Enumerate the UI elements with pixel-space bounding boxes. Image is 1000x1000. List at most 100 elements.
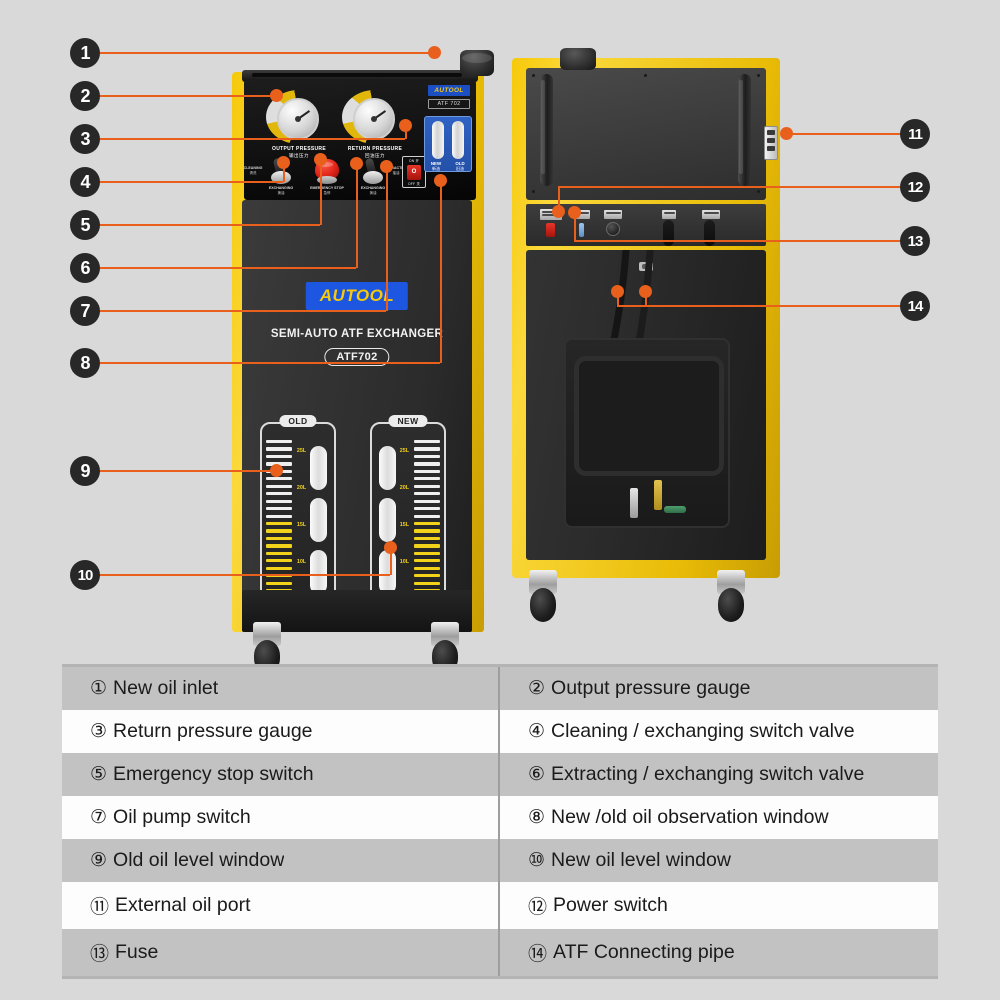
dc-plate [604, 210, 622, 219]
quick-coupler-brass[interactable] [654, 480, 662, 510]
callout-line-13 [574, 240, 900, 242]
hose-port-b[interactable] [704, 220, 715, 246]
dc-socket[interactable] [606, 222, 620, 236]
callout-line-4 [100, 181, 283, 183]
callout-badge-3[interactable]: 3 [70, 124, 100, 154]
legend-item-7: ⑦ Oil pump switch [62, 796, 500, 839]
callout-badge-4[interactable]: 4 [70, 167, 100, 197]
callout-line-14 [617, 305, 900, 307]
legend-number-9: ⑨ [90, 850, 108, 871]
fuse[interactable] [579, 223, 584, 237]
rear-control-panel [526, 204, 766, 246]
level-tick: 25L [296, 448, 307, 454]
callout-line-4b [283, 162, 285, 182]
external-oil-port[interactable] [764, 126, 778, 160]
rear-filler-cap[interactable] [560, 48, 596, 70]
callout-badge-8[interactable]: 8 [70, 348, 100, 378]
level-rung [413, 492, 440, 496]
legend-number-14: ⑭ [528, 944, 548, 965]
legend-label-13: Fuse [115, 941, 159, 963]
callout-badge-5[interactable]: 5 [70, 210, 100, 240]
callout-badge-13[interactable]: 13 [900, 226, 930, 256]
panel-brand-badge: AUTOOL ATF 702 [428, 85, 470, 109]
old-oil-level-window: OLD 25L20L15L10L5L [260, 415, 336, 610]
legend-item-9: ⑨ Old oil level window [62, 839, 500, 882]
level-rung [413, 469, 440, 473]
cleaning-exchanging-switch-valve[interactable] [268, 157, 294, 188]
level-tick: 20L [296, 485, 307, 491]
callout-point-13 [568, 206, 581, 219]
callout-line-7 [100, 310, 386, 312]
level-tick: 25L [399, 448, 410, 454]
extracting-label: EXTRACTING 抽油 [384, 166, 408, 175]
callout-point-14c [639, 285, 652, 298]
level-rung [266, 454, 293, 459]
legend-label-1: New oil inlet [113, 677, 219, 699]
caster-rear-left [526, 570, 560, 626]
cleaning-label: CLEANING 清洗 [244, 166, 263, 175]
cleaning-valve-label: EXCHANGING 换油 [268, 186, 294, 195]
callout-badge-2[interactable]: 2 [70, 81, 100, 111]
callout-line-14d [645, 291, 647, 306]
observation-label-new: NEW 新油 [430, 161, 442, 171]
level-rung [413, 514, 440, 518]
level-rung [266, 544, 293, 548]
callout-badge-6[interactable]: 6 [70, 253, 100, 283]
legend-number-3: ③ [90, 721, 108, 742]
callout-badge-1[interactable]: 1 [70, 38, 100, 68]
legend-number-13: ⑬ [90, 944, 110, 965]
level-rung [266, 581, 293, 585]
callout-line-7b [386, 166, 388, 311]
callout-badge-14[interactable]: 14 [900, 291, 930, 321]
hose-storage-bay [564, 338, 730, 528]
callout-badge-11[interactable]: 11 [900, 119, 930, 149]
extracting-exchanging-switch-valve[interactable] [360, 157, 386, 188]
level-rung [413, 462, 440, 466]
level-rung [266, 477, 293, 481]
rear-top-panel [526, 68, 766, 200]
legend-number-7: ⑦ [90, 807, 108, 828]
callout-badge-7[interactable]: 7 [70, 296, 100, 326]
rear-handle-left[interactable] [540, 74, 553, 186]
callout-line-8 [100, 362, 440, 364]
new-oil-inlet-cap[interactable] [460, 50, 494, 76]
level-rung [266, 551, 293, 555]
front-view-machine: OUTPUT PRESSURE 输出压力 RETURN PRESSURE 回油压… [232, 50, 494, 674]
level-rung [413, 484, 440, 488]
rocker-toggle-icon[interactable]: O [407, 164, 421, 180]
hose-port-a[interactable] [663, 220, 674, 246]
table-row: ③ Return pressure gauge ④ Cleaning / exc… [62, 710, 938, 753]
callout-line-1 [100, 52, 434, 54]
caster-rear-right [714, 570, 748, 626]
power-switch-plate [540, 209, 562, 220]
level-rung [266, 514, 293, 518]
legend-label-10: New oil level window [551, 849, 731, 871]
level-rung [413, 536, 440, 541]
legend-item-11: ⑪ External oil port [62, 882, 500, 929]
level-rung [413, 507, 440, 511]
legend-number-4: ④ [528, 721, 546, 742]
legend-item-1: ① New oil inlet [62, 667, 500, 710]
callout-line-3b [405, 125, 407, 139]
old-level-ticks: 25L20L15L10L5L [292, 438, 307, 602]
fuse-plate [574, 210, 590, 219]
legend-number-2: ② [528, 678, 546, 699]
observation-tube-old [452, 121, 464, 159]
level-tick: 20L [399, 485, 410, 491]
level-rung [266, 484, 293, 488]
callout-badge-10[interactable]: 10 [70, 560, 100, 590]
table-row: ⑬ Fuse ⑭ ATF Connecting pipe [62, 929, 938, 976]
callout-badge-12[interactable]: 12 [900, 172, 930, 202]
legend-table: ① New oil inlet ② Output pressure gauge … [62, 664, 938, 979]
quick-coupler-silver[interactable] [630, 488, 638, 518]
power-switch[interactable] [546, 223, 555, 237]
level-rung [413, 521, 440, 526]
oil-pump-switch[interactable]: ON 开 O OFF 关 [402, 156, 426, 188]
callout-line-10 [100, 574, 390, 576]
new-level-ladder [413, 438, 440, 602]
legend-label-2: Output pressure gauge [551, 677, 751, 699]
emergency-stop-label: EMERGENCY STOP 急停 [310, 186, 344, 195]
callout-badge-9[interactable]: 9 [70, 456, 100, 486]
rear-handle-right[interactable] [738, 74, 751, 186]
front-face: AUTOOL SEMI-AUTO ATF EXCHANGER ATF702 OL… [242, 200, 472, 614]
